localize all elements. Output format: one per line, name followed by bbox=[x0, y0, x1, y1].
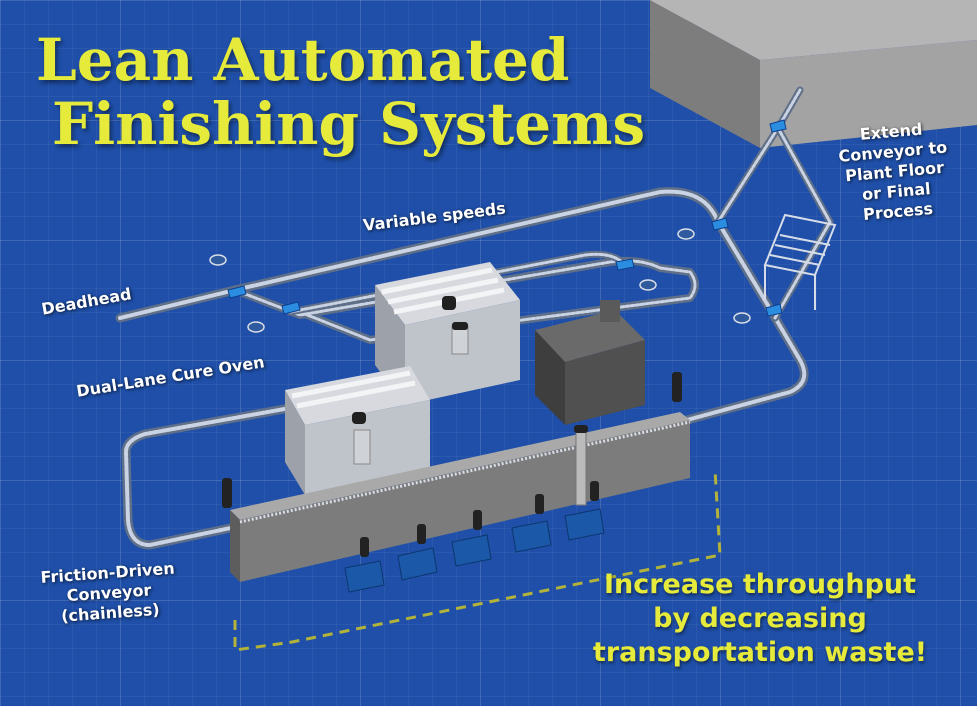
tagline-line-1: Increase throughput bbox=[603, 569, 917, 600]
label-friction-driven-conveyor: Friction-Driven Conveyor (chainless) bbox=[40, 559, 178, 628]
plant-building bbox=[650, 0, 977, 148]
tagline-line-3: transportation waste! bbox=[592, 637, 928, 668]
access-platform bbox=[763, 213, 837, 310]
washer-front bbox=[285, 366, 430, 495]
tagline: Increase throughput by decreasing transp… bbox=[560, 568, 960, 670]
title-line-2: Finishing Systems bbox=[52, 90, 646, 158]
dark-booth bbox=[535, 300, 645, 425]
work-zone-outline bbox=[0, 0, 1, 1]
switch-nodes bbox=[227, 119, 787, 317]
cure-oven-back bbox=[375, 262, 520, 405]
sensor-discs bbox=[209, 228, 751, 333]
title-line-1: Lean Automated bbox=[36, 26, 570, 94]
friction-conveyor-bed bbox=[222, 372, 691, 582]
workstations bbox=[344, 481, 605, 593]
work-zone-dashed-boundary bbox=[233, 469, 722, 652]
main-title: Lean Automated Finishing Systems bbox=[36, 28, 645, 156]
label-extend-conveyor: Extend Conveyor to Plant Floor or Final … bbox=[836, 118, 953, 227]
tagline-line-2: by decreasing bbox=[653, 603, 867, 634]
conveyor-track bbox=[115, 86, 834, 550]
